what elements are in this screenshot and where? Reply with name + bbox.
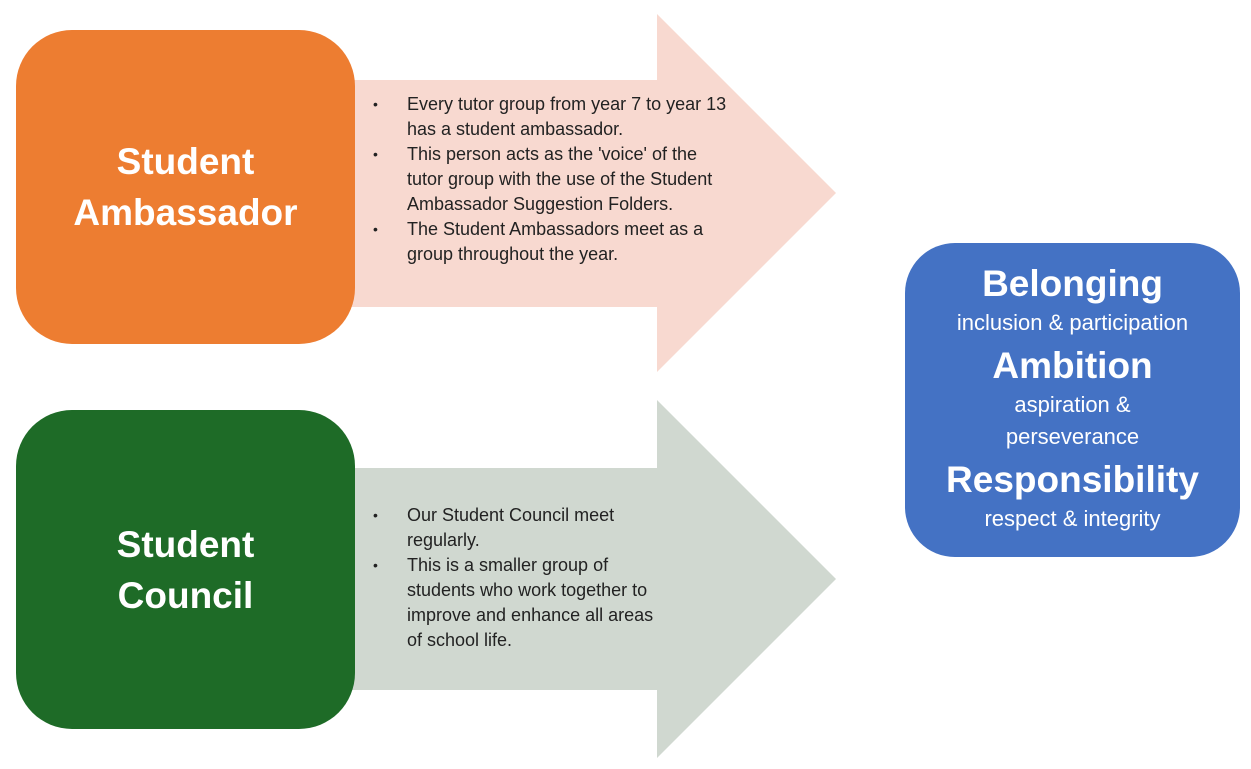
council-bullet: This is a smaller group of students who … (373, 553, 663, 653)
student-ambassador-box: Student Ambassador (16, 30, 355, 344)
value-title-ambition: Ambition (992, 345, 1153, 386)
ambassador-bullet-list: Every tutor group from year 7 to year 13… (373, 92, 733, 267)
ambassador-bullet: Every tutor group from year 7 to year 13… (373, 92, 733, 142)
value-desc-responsibility: respect & integrity (984, 506, 1161, 531)
council-bullet: Our Student Council meet regularly. (373, 503, 663, 553)
council-title-line1: Student (116, 523, 255, 565)
value-title-belonging: Belonging (982, 263, 1163, 304)
student-council-box: Student Council (16, 410, 355, 729)
ambassador-bullet: The Student Ambassadors meet as a group … (373, 217, 733, 267)
ambassador-title-line1: Student (116, 141, 255, 182)
school-values-box: Belonging inclusion & participation Ambi… (905, 243, 1240, 557)
council-bullet-list: Our Student Council meet regularly. This… (373, 503, 663, 653)
ambassador-bullet: This person acts as the 'voice' of the t… (373, 142, 733, 217)
value-title-responsibility: Responsibility (946, 459, 1199, 500)
council-title-line2: Council (117, 574, 254, 616)
ambassador-title-line2: Ambassador (73, 192, 298, 233)
value-desc-belonging: inclusion & participation (956, 310, 1189, 335)
value-desc-ambition: aspiration & perseverance (1005, 392, 1140, 449)
